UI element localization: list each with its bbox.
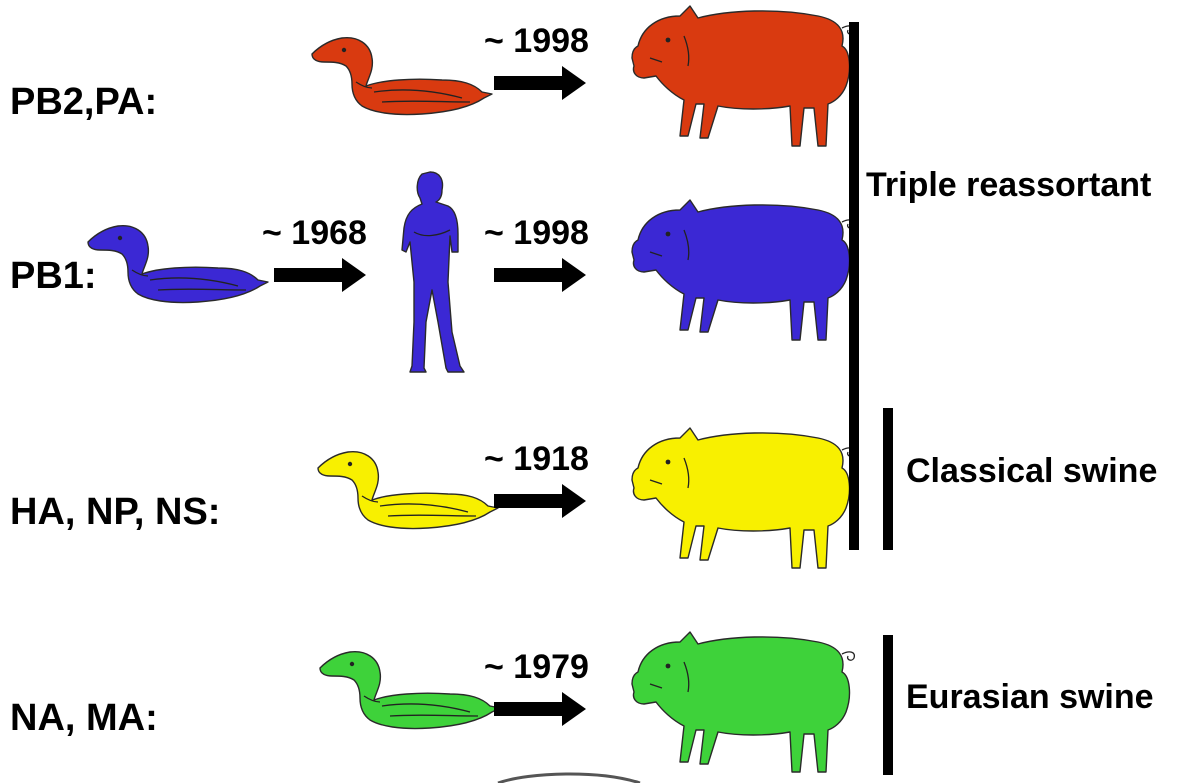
arrow-right-icon [494, 66, 586, 100]
segment-label: NA, MA: [10, 697, 158, 739]
transfer-year: ~ 1998 [484, 214, 589, 252]
transfer-year: ~ 1998 [484, 22, 589, 60]
triple-reassortant-bracket [849, 22, 859, 550]
pig-icon [632, 428, 854, 568]
duck-icon [320, 652, 500, 729]
pig-icon [632, 6, 854, 146]
arrow-right-icon [274, 258, 366, 292]
human-icon [402, 172, 464, 372]
transfer-year: ~ 1918 [484, 440, 589, 478]
arrow-right-icon [494, 258, 586, 292]
pig-icon [632, 200, 854, 340]
classical-swine-bracket [883, 408, 893, 550]
duck-icon [88, 226, 268, 303]
segment-label: HA, NP, NS: [10, 491, 220, 533]
arrow-right-icon [494, 692, 586, 726]
segment-label: PB1: [10, 255, 97, 297]
pig-icon [632, 632, 854, 772]
group-label-classical-swine: Classical swine [906, 452, 1157, 490]
duck-icon [312, 38, 492, 115]
partial-arrow-curve [498, 774, 640, 783]
arrow-right-icon [494, 484, 586, 518]
transfer-year: ~ 1979 [484, 648, 589, 686]
eurasian-swine-bracket [883, 635, 893, 775]
transfer-year: ~ 1968 [262, 214, 367, 252]
segment-label: PB2,PA: [10, 81, 157, 123]
group-label-triple-reassortant: Triple reassortant [866, 166, 1151, 204]
group-label-eurasian-swine: Eurasian swine [906, 678, 1154, 716]
duck-icon [318, 452, 498, 529]
